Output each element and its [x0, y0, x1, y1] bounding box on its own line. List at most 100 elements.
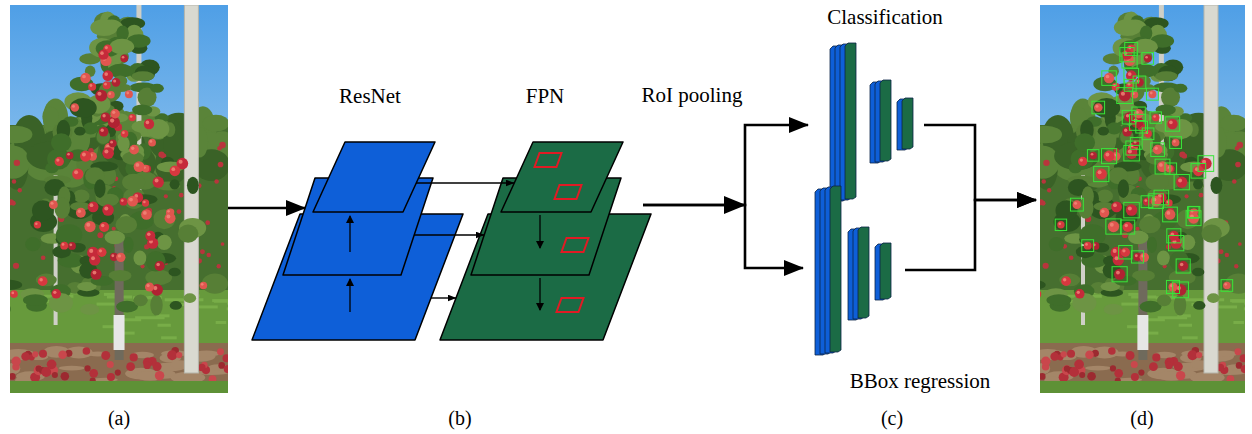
panel-label: (c)	[881, 405, 903, 431]
orchard-photo	[62, 243, 65, 246]
detection-photo	[1098, 170, 1102, 174]
orchard-photo	[76, 208, 86, 218]
connector-arrow	[643, 125, 808, 205]
orchard-photo	[104, 72, 108, 76]
detection-photo	[1233, 321, 1244, 324]
orchard-photo	[99, 127, 109, 137]
detection-photo	[1165, 362, 1172, 369]
detection-photo	[1192, 268, 1204, 277]
orchard-photo	[99, 222, 109, 232]
orchard-photo	[123, 237, 133, 253]
orchard-photo	[170, 179, 180, 189]
detection-photo	[1126, 114, 1129, 117]
detection-photo	[1122, 249, 1125, 252]
detection-photo	[1173, 282, 1189, 298]
detection-photo	[1050, 352, 1058, 360]
detection-photo	[1174, 84, 1188, 93]
detection-photo	[1069, 255, 1074, 260]
orchard-photo	[105, 46, 108, 49]
detection-photo	[1075, 289, 1085, 299]
detection-photo	[1099, 208, 1109, 218]
orchard-photo	[101, 129, 104, 132]
orchard-photo	[125, 90, 133, 98]
orchard-photo	[168, 268, 180, 277]
orchard-photo	[104, 206, 108, 210]
orchard-photo	[90, 84, 93, 87]
detection-photo	[1046, 294, 1071, 305]
upward-arrows	[349, 279, 350, 312]
orchard-photo	[101, 351, 110, 360]
orchard-photo	[133, 251, 146, 266]
orchard-photo	[201, 283, 204, 286]
detection-photo	[1128, 72, 1132, 76]
detection-photo	[1187, 207, 1198, 218]
panel-label: (b)	[448, 405, 471, 431]
detection-photo	[1041, 201, 1046, 206]
orchard-photo	[55, 157, 64, 166]
detection-photo	[1110, 223, 1114, 227]
orchard-photo	[11, 201, 16, 206]
orchard-photo	[65, 347, 93, 359]
detection-photo	[1170, 137, 1182, 149]
orchard-photo	[69, 243, 72, 246]
detection-photo	[1040, 280, 1046, 290]
orchard-photo	[155, 371, 164, 380]
orchard-photo	[155, 178, 159, 182]
orchard-photo	[83, 347, 91, 355]
detection-photo	[1232, 179, 1237, 184]
orchard-photo	[21, 352, 29, 360]
orchard-photo	[170, 165, 181, 176]
detection-photo	[1135, 254, 1138, 257]
head-stack: Classification	[812, 5, 962, 205]
layer-stacks	[902, 98, 913, 149]
detection-photo	[1128, 149, 1132, 153]
fpn-stack	[440, 142, 651, 340]
layer-stacks	[858, 227, 869, 318]
orchard-photo	[10, 290, 18, 298]
detection-photo	[1133, 76, 1146, 89]
orchard-photo	[14, 160, 20, 166]
orchard-photo	[120, 55, 128, 63]
photo-panel: (d)	[1040, 5, 1245, 430]
orchard-photo	[101, 112, 111, 122]
layer-stacks	[880, 243, 891, 299]
detection-photo	[1152, 114, 1159, 121]
orchard-photo	[217, 146, 221, 150]
orchard-photo	[74, 170, 78, 174]
detection-photo	[1118, 179, 1129, 198]
detection-photo	[1110, 365, 1116, 371]
orchard-photo	[101, 224, 105, 228]
orchard-photo	[52, 372, 58, 378]
detection-photo	[1077, 291, 1080, 294]
detection-photo	[1122, 127, 1132, 137]
orchard-photo	[67, 153, 70, 156]
detection-photo	[1150, 92, 1153, 95]
orchard-photo	[167, 215, 171, 219]
detection-photo	[1151, 143, 1165, 157]
orchard-photo	[118, 136, 130, 152]
detection-photo	[1078, 157, 1087, 166]
detection-photo	[1067, 350, 1075, 358]
orchard-photo	[123, 188, 146, 209]
orchard-photo	[112, 227, 116, 231]
orchard-photo	[120, 198, 128, 206]
detection-photo	[1040, 290, 1041, 298]
orchard-photo	[126, 92, 129, 95]
detection-photo	[1235, 348, 1242, 355]
orchard-photo	[144, 362, 151, 369]
detection-photo	[1116, 271, 1120, 275]
roi-marks	[555, 185, 582, 199]
detection-photo	[1143, 198, 1151, 206]
orchard-photo	[82, 153, 86, 157]
detection-photo	[1113, 249, 1117, 253]
orchard-photo	[86, 223, 90, 227]
detection-photo	[1121, 92, 1125, 96]
orchard-photo	[118, 254, 121, 257]
orchard-photo	[165, 213, 176, 224]
detection-photo	[1111, 201, 1122, 212]
connector-arrow	[228, 207, 305, 210]
detection-photo	[1240, 354, 1245, 362]
orchard-photo	[130, 353, 138, 361]
orchard-photo	[104, 149, 108, 153]
detection-photo	[1153, 115, 1156, 118]
